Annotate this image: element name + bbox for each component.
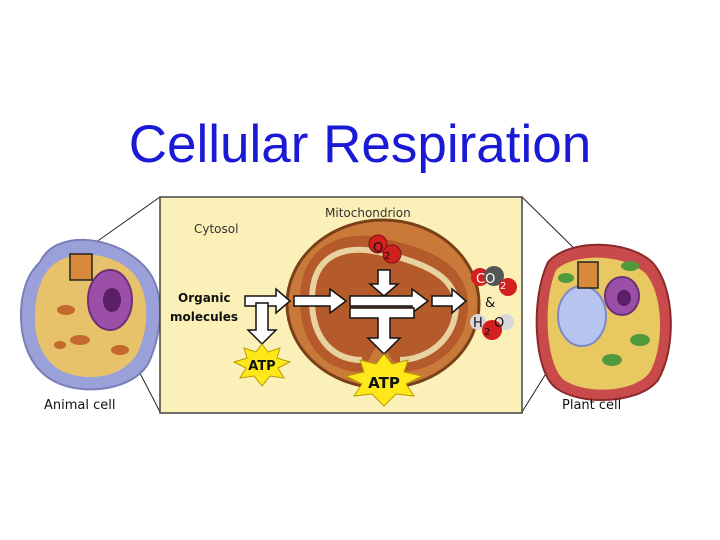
arrow-down-atp-small xyxy=(246,302,278,346)
organic-label-line1: Organic xyxy=(178,291,231,305)
plant-cell-label: Plant cell xyxy=(562,398,621,413)
h2o-subscript: 2 xyxy=(484,327,490,338)
products-molecules: CO 2 & H 2 O xyxy=(470,266,517,340)
atp-large-label: ATP xyxy=(368,374,400,392)
co2-label: CO xyxy=(476,272,495,287)
atp-small-star: ATP xyxy=(232,343,292,387)
mitochondrion-label: Mitochondrion xyxy=(325,206,411,220)
animal-highlight-box xyxy=(69,253,93,281)
flow-arrows xyxy=(244,269,468,356)
atp-small-label: ATP xyxy=(248,359,275,374)
h2o-o-label: O xyxy=(494,316,504,331)
o2-label: O xyxy=(373,241,383,256)
organic-label-line2: molecules xyxy=(170,310,238,324)
atp-large-star: ATP xyxy=(344,353,424,407)
ampersand-label: & xyxy=(485,296,495,311)
animal-cell-label: Animal cell xyxy=(44,398,116,413)
arrow-down-o2 xyxy=(367,269,401,297)
arrow-right-4 xyxy=(431,287,468,315)
animal-cell xyxy=(20,238,162,391)
o2-subscript: 2 xyxy=(384,251,390,262)
arrow-right-1 xyxy=(244,287,292,315)
arrow-right-2 xyxy=(293,287,348,315)
plant-cell xyxy=(535,243,672,401)
plant-highlight-box xyxy=(577,261,599,289)
slide-title: Cellular Respiration xyxy=(128,115,592,174)
o2-molecule: O 2 xyxy=(368,234,402,264)
co2-subscript: 2 xyxy=(500,281,506,292)
cytosol-label: Cytosol xyxy=(194,222,238,236)
arrow-down-atp-large xyxy=(349,307,415,356)
h2o-h-label: H xyxy=(473,316,483,331)
arrow-right-3 xyxy=(349,287,430,315)
